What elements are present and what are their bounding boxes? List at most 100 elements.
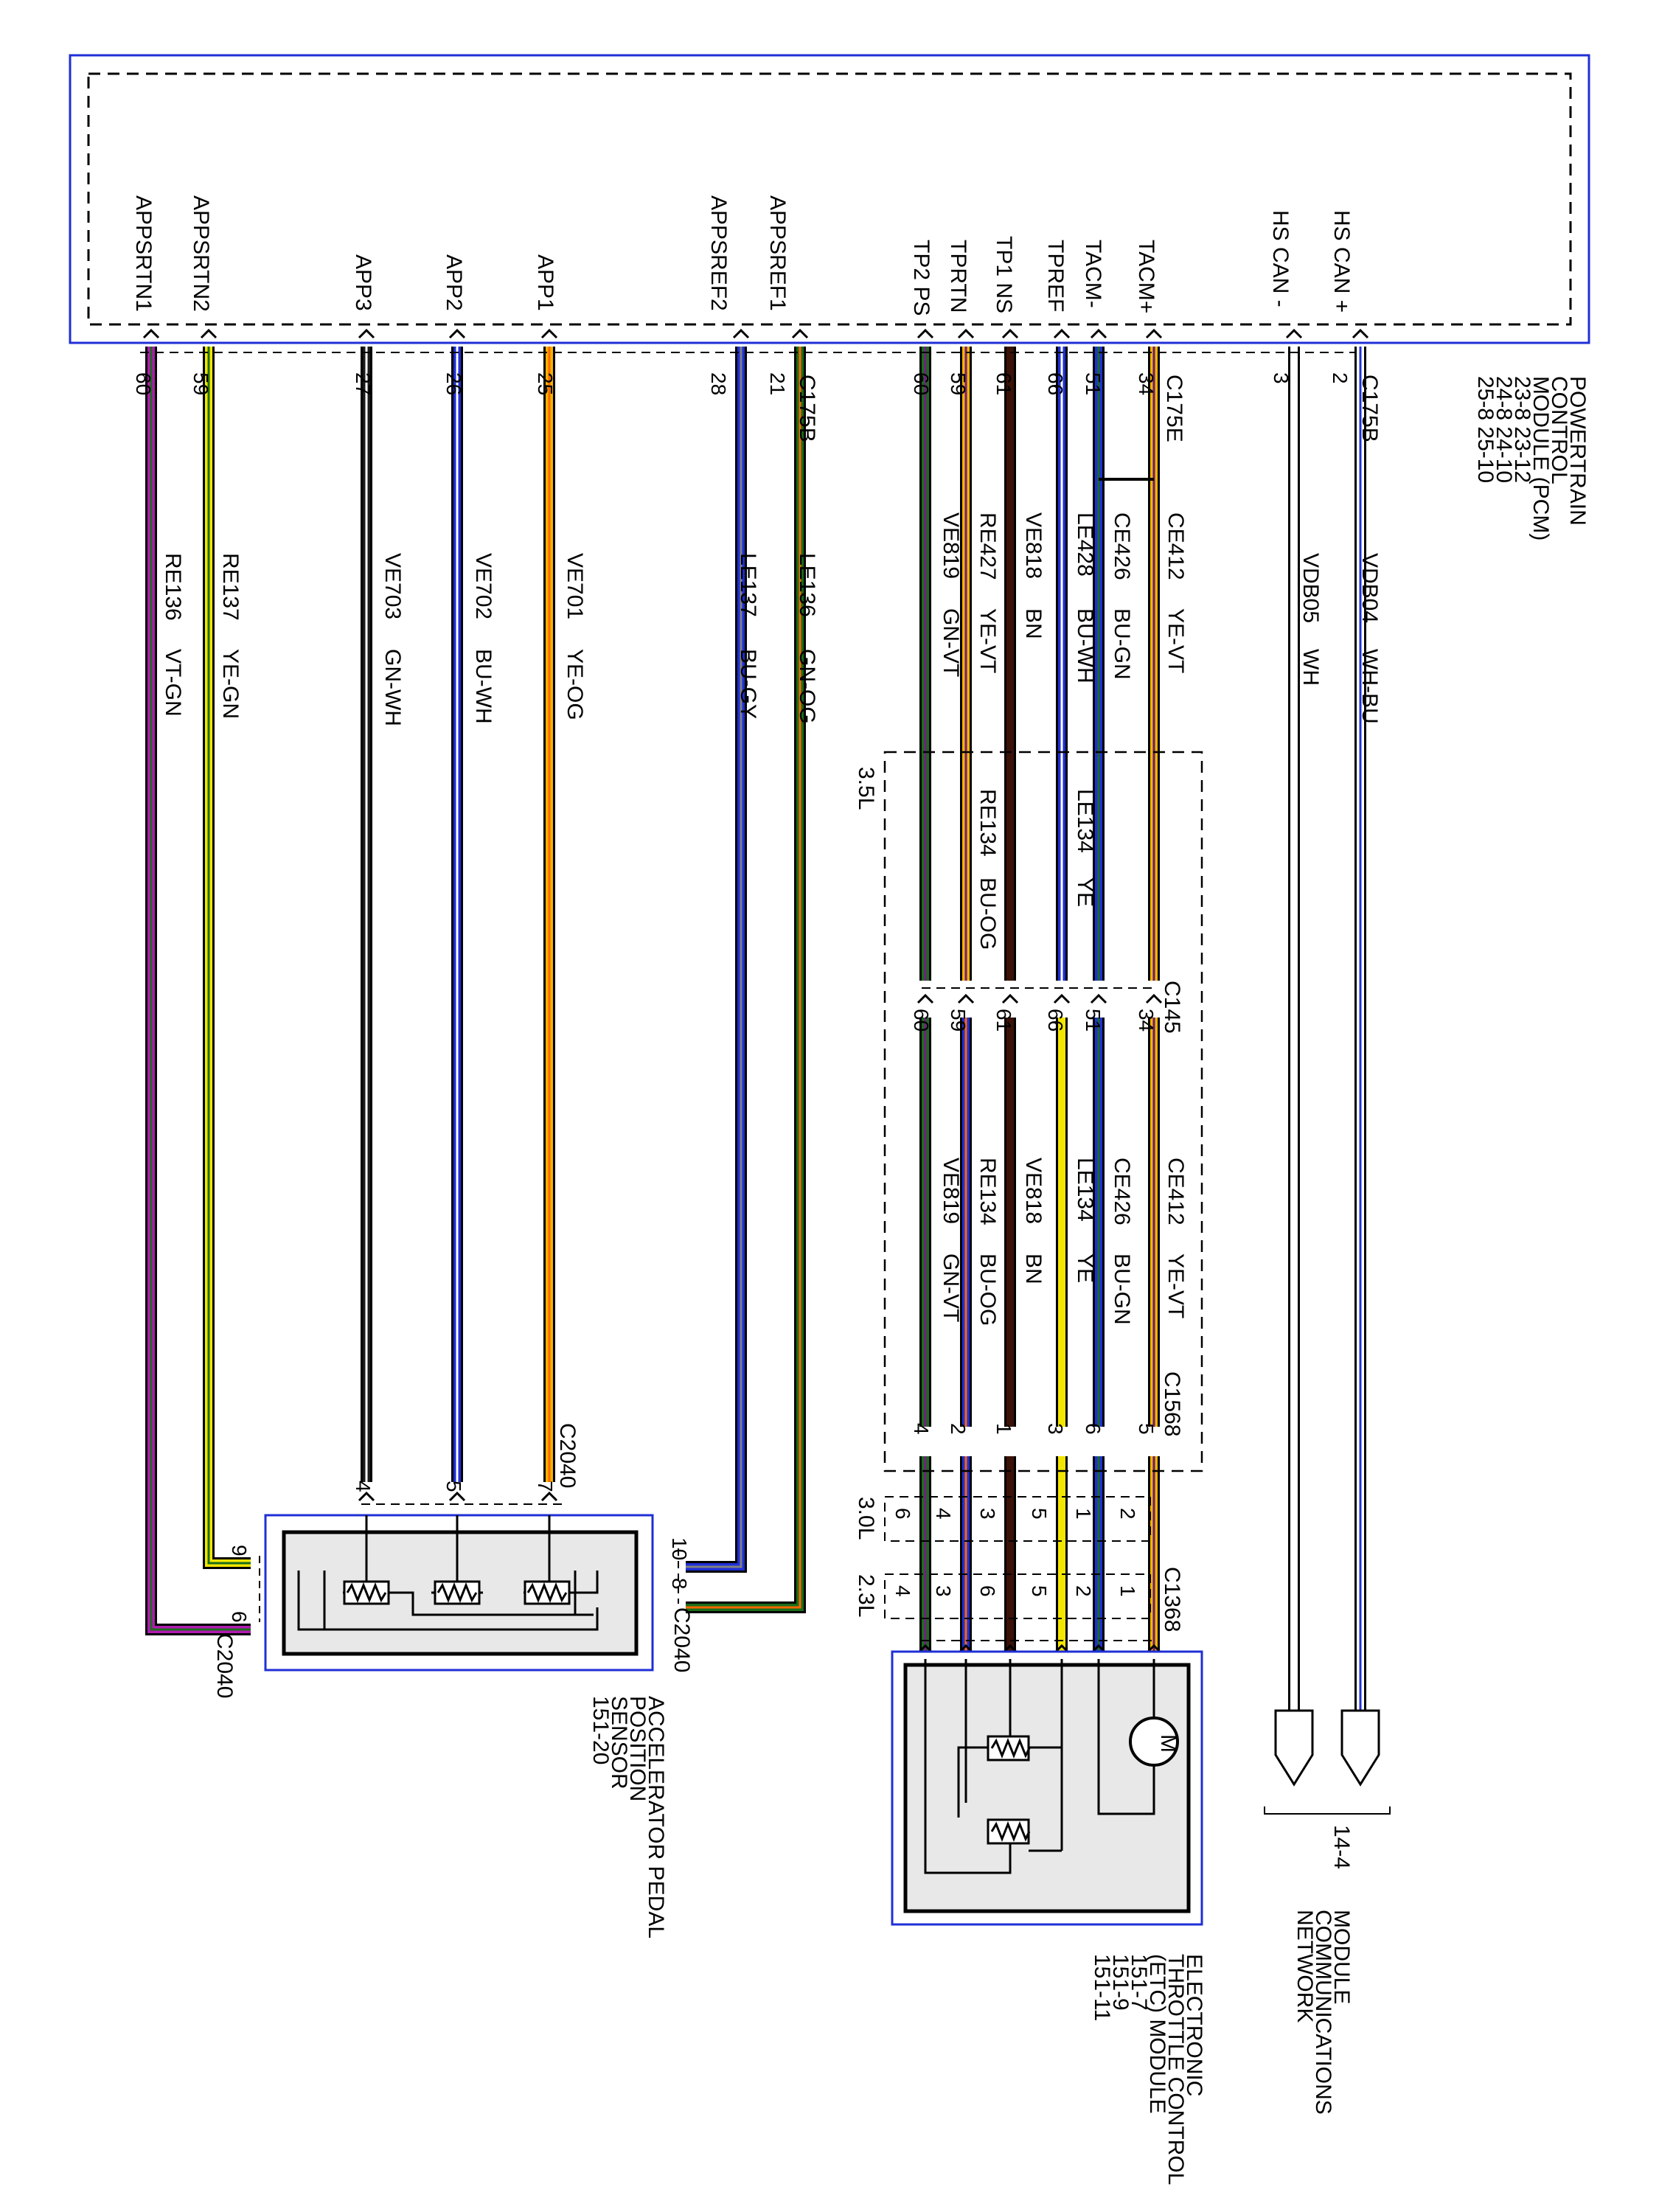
upper-wire-labels: VDB04 WH-BU VDB05 WH CE412 YE-VT CE426 B… bbox=[161, 512, 1382, 726]
c145-pin: 51 bbox=[1082, 1009, 1105, 1032]
pcm-signal-hs-can-minus: HS CAN - bbox=[1268, 210, 1293, 307]
engine-3-0l-pin: 1 bbox=[1072, 1508, 1095, 1520]
wire-le136 bbox=[686, 347, 806, 1613]
engine-2-3l-pin: 5 bbox=[1028, 1585, 1051, 1597]
pcm-title-line-3: MODULE (PCM) bbox=[1528, 376, 1553, 540]
c145-pin: 61 bbox=[992, 1009, 1015, 1032]
etc-module-body bbox=[903, 1663, 1191, 1913]
app-side-pins: 10 8 9 6 bbox=[228, 1537, 691, 1623]
pin-arrow bbox=[1352, 328, 1369, 339]
wire-color: BU-GN bbox=[1110, 1253, 1134, 1325]
wire-color: BU-GN bbox=[1110, 608, 1134, 680]
app-label-line: ACCELERATOR PEDAL bbox=[644, 1696, 668, 1938]
connector-c145: C145 bbox=[1160, 981, 1184, 1034]
wire-color: YE-OG bbox=[563, 649, 587, 720]
motor-label: M bbox=[1156, 1734, 1180, 1753]
network-label-line: NETWORK bbox=[1293, 1910, 1317, 2023]
engine-3-0l-pin: 2 bbox=[1116, 1508, 1139, 1520]
wire-code: VE701 bbox=[563, 553, 587, 619]
engine-3-0l-box bbox=[884, 1496, 1151, 1542]
pcm-pin: 66 bbox=[1044, 372, 1067, 395]
engine-3-0l-pins: 2 1 5 3 4 6 bbox=[891, 1508, 1139, 1520]
wire-code: CE412 bbox=[1164, 512, 1188, 580]
engine-3-5l-region bbox=[883, 751, 1203, 1472]
wire-color: YE-GN bbox=[218, 649, 243, 719]
wire-code: VE819 bbox=[939, 512, 963, 579]
engine-3-0l-pin: 4 bbox=[932, 1508, 955, 1520]
engine-3-5l-wire1-code: LE134 bbox=[1073, 789, 1097, 853]
etc-sensor-resistor-2 bbox=[987, 1818, 1031, 1845]
wire-re136 bbox=[145, 347, 251, 1635]
pin-arrow bbox=[200, 328, 218, 339]
connector-c1568: C1568 bbox=[1160, 1371, 1184, 1436]
wire-color: GN-WH bbox=[380, 649, 405, 726]
wire-code: VDB05 bbox=[1298, 553, 1323, 623]
network-ref: 14-4 bbox=[1329, 1825, 1354, 1869]
etc-label-line: 151-9 bbox=[1108, 1954, 1133, 2011]
c1568-pin: 4 bbox=[910, 1423, 933, 1435]
pcm-pin: 60 bbox=[132, 372, 155, 395]
wire-color: BU-GY bbox=[736, 649, 760, 719]
pcm-signal-app3: APP3 bbox=[351, 254, 375, 311]
connector-c175b-mid: C175B bbox=[795, 375, 819, 442]
engine-2-3l-pin: 3 bbox=[932, 1585, 955, 1597]
pin-arrow bbox=[1285, 328, 1303, 339]
wire-color: YE-VT bbox=[1164, 1253, 1188, 1318]
wire-code: RE137 bbox=[218, 553, 243, 621]
pcm-signal-tacm-minus: TACM- bbox=[1081, 240, 1105, 308]
wire-color: BU-WH bbox=[1073, 608, 1097, 684]
pcm-title-line-2: CONTROL bbox=[1547, 376, 1571, 484]
wire-color: BN bbox=[1021, 1253, 1046, 1284]
wire-color: YE bbox=[1073, 1253, 1097, 1283]
wire-code: VE819 bbox=[939, 1158, 963, 1224]
pin-arrow bbox=[1001, 328, 1019, 339]
pin-arrow bbox=[1145, 328, 1163, 339]
pin-arrow bbox=[1053, 328, 1071, 339]
connector-c175b-top: C175B bbox=[1357, 375, 1382, 442]
wire-code: RE136 bbox=[161, 553, 185, 621]
etc-sensor-resistor-1 bbox=[987, 1735, 1031, 1761]
engine-2-3l-label: 2.3L bbox=[854, 1574, 878, 1617]
wire-code: CE426 bbox=[1110, 512, 1134, 580]
c145-pins: 34 51 66 61 59 60 bbox=[910, 1009, 1158, 1032]
wire-code: LE137 bbox=[736, 553, 760, 617]
wire-code: LE428 bbox=[1073, 512, 1097, 577]
pcm-signal-tpref: TPREF bbox=[1043, 240, 1068, 312]
pin-arrow bbox=[917, 328, 934, 339]
wire-le137 bbox=[686, 347, 747, 1573]
pin-arrow bbox=[540, 328, 558, 339]
lower-wire-labels: CE412 YE-VT CE426 BU-GN LE134 YE VE818 B… bbox=[939, 1158, 1188, 1326]
engine-2-3l-pin: 2 bbox=[1072, 1585, 1095, 1597]
pin-arrow bbox=[957, 328, 975, 339]
wire-code: CE426 bbox=[1110, 1158, 1134, 1225]
app-side-pin: 9 bbox=[228, 1545, 251, 1557]
pcm-signal-appsref2: APPSREF2 bbox=[706, 195, 731, 311]
c1568-pin: 6 bbox=[1082, 1423, 1105, 1435]
pcm-pin: 61 bbox=[992, 372, 1015, 395]
c1568-pin: 5 bbox=[1135, 1423, 1158, 1435]
pcm-signal-tacm-plus: TACM+ bbox=[1134, 240, 1158, 313]
network-label-line: COMMUNICATIONS bbox=[1311, 1910, 1335, 2115]
c145-pin: 66 bbox=[1044, 1009, 1067, 1032]
wire-code: VE818 bbox=[1021, 1158, 1046, 1224]
etc-label-line: 151-11 bbox=[1090, 1954, 1114, 2021]
wire-code: VE818 bbox=[1021, 512, 1046, 579]
etc-label-line: 151-7 bbox=[1127, 1954, 1151, 2011]
engine-3-5l-wire2-color: BU-OG bbox=[975, 877, 1000, 950]
engine-3-0l-pin: 3 bbox=[976, 1508, 999, 1520]
pcm-pins-row-1: 23-8 23-12 bbox=[1510, 376, 1534, 483]
pin-arrow bbox=[732, 328, 750, 339]
app-side-pin: 8 bbox=[668, 1578, 691, 1590]
engine-2-3l-pins: 1 2 5 6 3 4 bbox=[891, 1585, 1139, 1597]
app-side-pin: 10 bbox=[668, 1537, 691, 1560]
wire-code: RE427 bbox=[975, 512, 1000, 580]
pcm-pin: 60 bbox=[910, 372, 933, 395]
wire-color: GN-OG bbox=[795, 649, 819, 724]
wire-color: YE-VT bbox=[1164, 608, 1188, 673]
pin-arrow bbox=[917, 993, 934, 1004]
app-pin: 4 bbox=[352, 1481, 375, 1492]
network-label: MODULE COMMUNICATIONS NETWORK bbox=[1293, 1910, 1354, 2115]
connector-c2040-bottom: C2040 bbox=[212, 1633, 237, 1698]
wire-color: BU-WH bbox=[471, 649, 495, 724]
